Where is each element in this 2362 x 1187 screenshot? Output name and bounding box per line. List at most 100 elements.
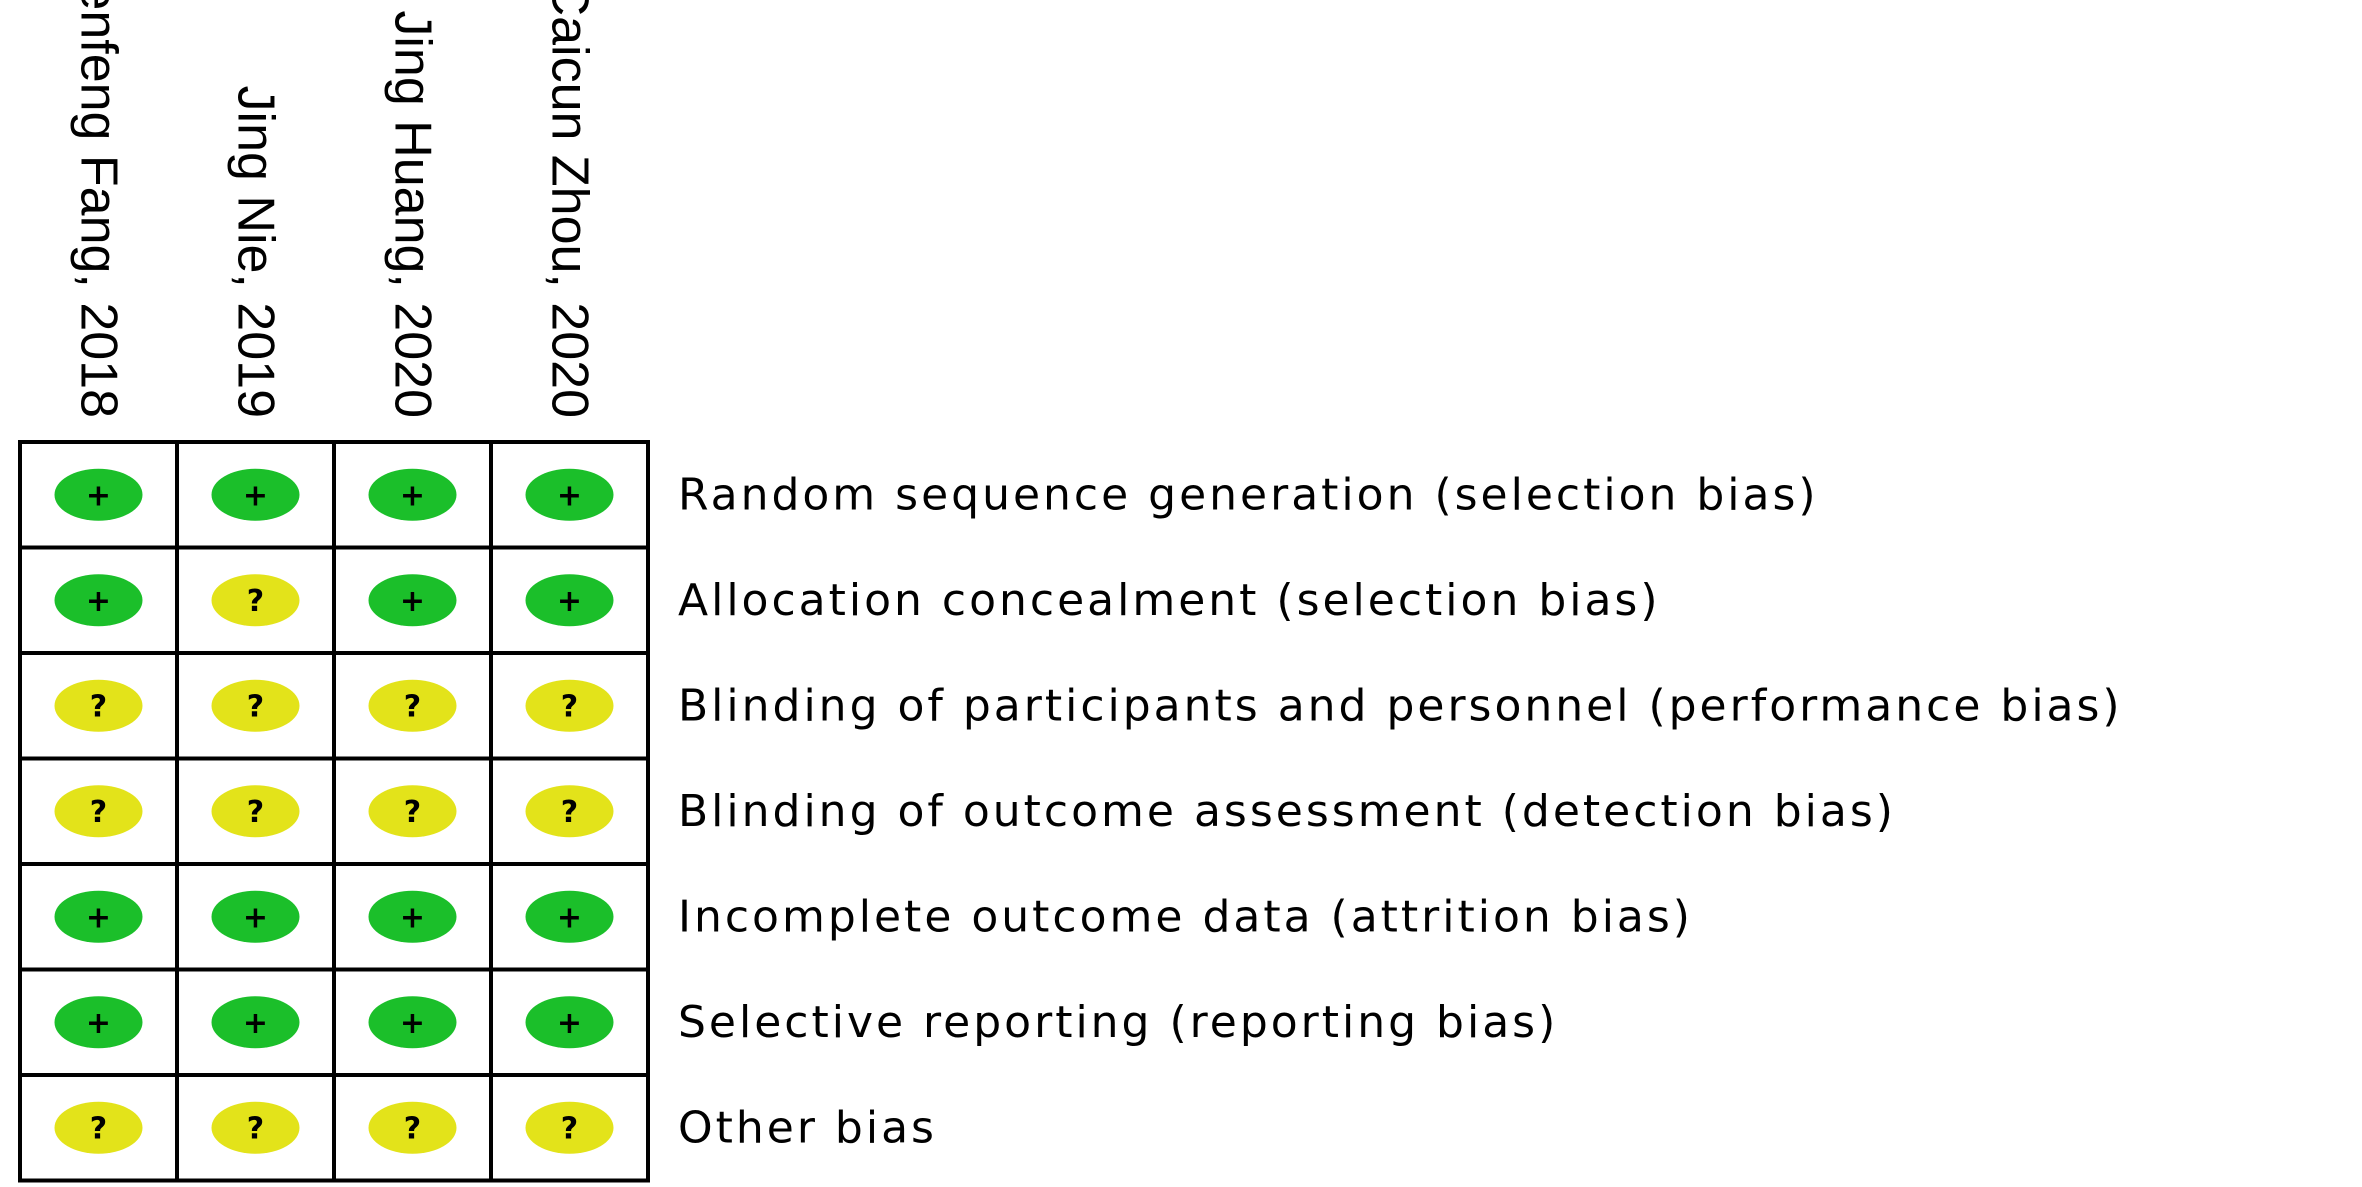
unclear-risk-mark: ? — [525, 785, 614, 838]
unclear-risk-circle — [54, 679, 143, 732]
study-label-jing-nie-2019: Jing Nie, 2019 — [227, 86, 285, 418]
low-risk-circle — [54, 996, 143, 1049]
study-labels: Wenfeng Fang, 2018 Jing Nie, 2019 Jing Hua… — [70, 0, 599, 418]
unclear-risk-mark: ? — [368, 1101, 457, 1154]
low-risk-mark: + — [525, 468, 614, 521]
unclear-risk-circle — [525, 679, 614, 732]
domain-label-2: Allocation concealment (selection bias) — [678, 575, 1661, 626]
low-risk-mark: + — [211, 890, 300, 943]
low-risk-mark: + — [368, 468, 457, 521]
low-risk-circle — [525, 890, 614, 943]
low-risk-symbol: + — [243, 478, 268, 513]
domain-label-7: Other bias — [678, 1102, 937, 1153]
low-risk-circle — [54, 890, 143, 943]
domain-label-5: Incomplete outcome data (attrition bias) — [678, 891, 1693, 942]
unclear-risk-circle — [368, 679, 457, 732]
unclear-risk-symbol: ? — [247, 795, 264, 830]
low-risk-circle — [368, 574, 457, 627]
low-risk-circle — [368, 468, 457, 521]
unclear-risk-mark: ? — [211, 679, 300, 732]
unclear-risk-mark: ? — [211, 1101, 300, 1154]
unclear-risk-circle — [211, 679, 300, 732]
low-risk-symbol: + — [557, 584, 582, 619]
unclear-risk-circle — [525, 785, 614, 838]
study-label-jing-huang-2020: Jing Huang, 2020 — [384, 10, 442, 418]
unclear-risk-symbol: ? — [90, 689, 107, 724]
low-risk-symbol: + — [86, 1006, 111, 1041]
low-risk-mark: + — [368, 574, 457, 627]
unclear-risk-mark: ? — [54, 785, 143, 838]
unclear-risk-mark: ? — [525, 1101, 614, 1154]
low-risk-circle — [54, 574, 143, 627]
low-risk-circle — [525, 996, 614, 1049]
unclear-risk-mark: ? — [368, 785, 457, 838]
low-risk-circle — [368, 890, 457, 943]
unclear-risk-symbol: ? — [561, 689, 578, 724]
unclear-risk-circle — [525, 1101, 614, 1154]
low-risk-mark: + — [54, 996, 143, 1049]
domain-label-3: Blinding of participants and personnel (… — [678, 680, 2123, 731]
unclear-risk-circle — [211, 574, 300, 627]
low-risk-symbol: + — [557, 1006, 582, 1041]
unclear-risk-symbol: ? — [404, 795, 421, 830]
low-risk-mark: + — [525, 574, 614, 627]
judgement-marks: + + + + +? + +???????? + + + + + + + +???? — [54, 468, 614, 1154]
domain-labels: Random sequence generation (selection bi… — [678, 469, 2123, 1153]
unclear-risk-symbol: ? — [561, 1111, 578, 1146]
low-risk-mark: + — [525, 996, 614, 1049]
domain-label-6: Selective reporting (reporting bias) — [678, 997, 1558, 1048]
study-label-caicun-zhou-2020: Caicun Zhou, 2020 — [541, 0, 599, 418]
unclear-risk-mark: ? — [211, 574, 300, 627]
low-risk-circle — [368, 996, 457, 1049]
low-risk-circle — [525, 468, 614, 521]
low-risk-mark: + — [368, 890, 457, 943]
low-risk-circle — [54, 468, 143, 521]
unclear-risk-symbol: ? — [90, 1111, 107, 1146]
unclear-risk-mark: ? — [368, 679, 457, 732]
unclear-risk-circle — [368, 1101, 457, 1154]
low-risk-symbol: + — [243, 900, 268, 935]
unclear-risk-symbol: ? — [247, 584, 264, 619]
low-risk-mark: + — [54, 890, 143, 943]
low-risk-mark: + — [54, 468, 143, 521]
unclear-risk-symbol: ? — [90, 795, 107, 830]
unclear-risk-symbol: ? — [404, 689, 421, 724]
low-risk-symbol: + — [400, 478, 425, 513]
low-risk-mark: + — [54, 574, 143, 627]
unclear-risk-symbol: ? — [247, 1111, 264, 1146]
low-risk-symbol: + — [557, 900, 582, 935]
low-risk-circle — [211, 890, 300, 943]
study-label-wenfeng-fang-2018: Wenfeng Fang, 2018 — [70, 0, 128, 418]
unclear-risk-mark: ? — [54, 1101, 143, 1154]
unclear-risk-circle — [54, 785, 143, 838]
low-risk-mark: + — [525, 890, 614, 943]
unclear-risk-circle — [368, 785, 457, 838]
low-risk-symbol: + — [243, 1006, 268, 1041]
low-risk-mark: + — [368, 996, 457, 1049]
unclear-risk-symbol: ? — [561, 795, 578, 830]
domain-label-1: Random sequence generation (selection bi… — [678, 469, 1819, 520]
unclear-risk-mark: ? — [525, 679, 614, 732]
low-risk-mark: + — [211, 996, 300, 1049]
low-risk-circle — [211, 468, 300, 521]
unclear-risk-symbol: ? — [247, 689, 264, 724]
domain-label-4: Blinding of outcome assessment (detectio… — [678, 786, 1896, 837]
unclear-risk-symbol: ? — [404, 1111, 421, 1146]
low-risk-circle — [525, 574, 614, 627]
low-risk-symbol: + — [400, 584, 425, 619]
low-risk-symbol: + — [400, 900, 425, 935]
low-risk-symbol: + — [86, 584, 111, 619]
low-risk-circle — [211, 996, 300, 1049]
unclear-risk-mark: ? — [54, 679, 143, 732]
low-risk-symbol: + — [400, 1006, 425, 1041]
unclear-risk-mark: ? — [211, 785, 300, 838]
low-risk-symbol: + — [86, 900, 111, 935]
low-risk-symbol: + — [86, 478, 111, 513]
low-risk-mark: + — [211, 468, 300, 521]
unclear-risk-circle — [54, 1101, 143, 1154]
table-grid — [18, 440, 650, 1183]
unclear-risk-circle — [211, 785, 300, 838]
low-risk-symbol: + — [557, 478, 582, 513]
unclear-risk-circle — [211, 1101, 300, 1154]
